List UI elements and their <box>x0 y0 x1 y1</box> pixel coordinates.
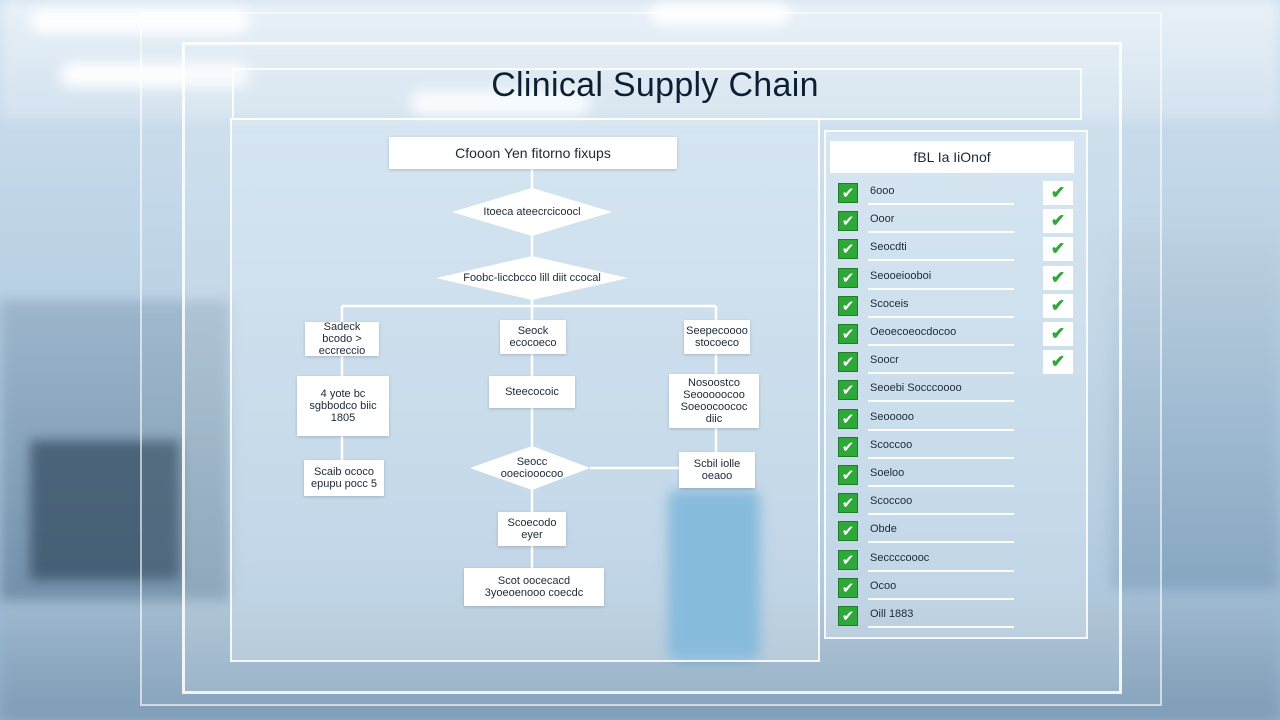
checklist-item: ✔ Oill 1883 <box>838 606 1014 630</box>
checklist-item-underline <box>868 569 1014 572</box>
checkmark-icon: ✔ <box>1043 265 1073 290</box>
checkbox-checked-icon[interactable]: ✔ <box>838 521 858 542</box>
checklist-item-underline <box>868 315 1014 318</box>
checkmark-icon: ✔ <box>1043 293 1073 318</box>
process-node: Scot oocecacd 3yoeoenooo coecdc <box>464 568 604 606</box>
checklist-item: ✔ Oeoecoeocdocoo <box>838 324 1014 348</box>
checklist-item: ✔ Soeloo <box>838 465 1014 489</box>
process-node: 4 yote bc sgbbodco biic 1805 <box>297 376 389 436</box>
checkbox-checked-icon[interactable]: ✔ <box>838 380 858 401</box>
decision-node: Foobc-liccbcco lill diit ccocal <box>463 272 601 284</box>
checklist-item-underline <box>868 372 1014 375</box>
process-node: Sadeck bcodo > eccreccio <box>305 321 379 357</box>
checkbox-checked-icon[interactable]: ✔ <box>838 324 858 344</box>
checklist-item-label: Seocdti <box>870 241 907 254</box>
checklist-item: ✔ Seooeiooboi <box>838 267 1014 292</box>
checkmark-icon: ✔ <box>1043 237 1073 262</box>
checklist-item-label: Scoccoo <box>870 495 913 508</box>
checklist-item: ✔ Scoccoo <box>838 436 1014 461</box>
checklist-item-label: Seccccoooc <box>870 551 930 564</box>
checklist-item: ✔ Seccccoooc <box>838 549 1014 574</box>
checklist-item-label: Seoebi Socccoooo <box>870 382 962 395</box>
checklist-item: ✔ Scoceis <box>838 295 1014 320</box>
checklist-item: ✔ Obde <box>838 521 1014 545</box>
outer-glass-pane <box>140 12 1162 706</box>
checkbox-checked-icon[interactable]: ✔ <box>838 465 858 485</box>
process-node: Seepecoooo stocoeco <box>684 320 750 354</box>
checklist-item-underline <box>868 344 1014 346</box>
checklist-item-label: Seooeiooboi <box>870 269 932 282</box>
checklist-item-label: Oeoecoeocdocoo <box>870 326 957 338</box>
checklist-item-label: Scoccoo <box>870 438 913 451</box>
checkmark-icon: ✔ <box>1043 350 1073 375</box>
checkbox-checked-icon[interactable]: ✔ <box>838 577 858 598</box>
checkbox-checked-icon[interactable]: ✔ <box>838 295 858 316</box>
checkbox-checked-icon[interactable]: ✔ <box>838 211 858 232</box>
checklist-item: ✔ Soocr <box>838 352 1014 376</box>
checklist-item-underline <box>868 541 1014 544</box>
checkbox-checked-icon[interactable]: ✔ <box>838 239 858 260</box>
checklist-item-label: 6ooo <box>870 185 895 197</box>
checkbox-checked-icon[interactable]: ✔ <box>838 493 858 514</box>
checklist-item-underline <box>868 203 1014 205</box>
checklist-item: ✔ Seoebi Socccoooo <box>838 380 1014 404</box>
flowchart-header: Cfooon Yen fitorno fixups <box>389 137 677 169</box>
checklist-item: ✔ Ooor <box>838 211 1014 235</box>
decision-node: Seocc ooeciooocoo <box>500 456 564 480</box>
checklist-item-label: Ooor <box>870 213 895 226</box>
checklist-item: ✔ Scoccoo <box>838 493 1014 517</box>
checkbox-checked-icon[interactable]: ✔ <box>838 408 858 429</box>
checklist-item-label: Seooooo <box>870 410 915 423</box>
checkbox-checked-icon[interactable]: ✔ <box>838 606 858 626</box>
checklist-item-underline <box>868 259 1014 262</box>
process-node: Nosoostco Seooooocoo Soeoocoococ diic <box>669 374 759 428</box>
checklist-item-underline <box>868 626 1014 628</box>
checklist-item: ✔ Seooooo <box>838 408 1014 433</box>
checklist-item-underline <box>868 485 1014 487</box>
decision-node: Itoeca ateecrcicoocl <box>483 206 581 218</box>
checklist-item-label: Oill 1883 <box>870 608 914 620</box>
checklist-header: fBL Ia IiOnof <box>830 141 1074 173</box>
process-node: Steecocoic <box>489 376 575 408</box>
checklist-item: ✔ Ocoo <box>838 577 1014 602</box>
checklist-item-underline <box>868 400 1014 403</box>
checkmark-icon: ✔ <box>1043 181 1073 205</box>
checkmark-icon: ✔ <box>1043 209 1073 234</box>
checklist-item-label: Soocr <box>870 354 899 367</box>
checklist-item-underline <box>868 456 1014 459</box>
checkbox-checked-icon[interactable]: ✔ <box>838 183 858 203</box>
checklist-item-label: Scoceis <box>870 297 909 310</box>
checklist-item: ✔ Seocdti <box>838 239 1014 263</box>
checklist-item-underline <box>868 231 1014 234</box>
checklist-item-underline <box>868 287 1014 290</box>
checklist-item-underline <box>868 597 1014 600</box>
checkbox-checked-icon[interactable]: ✔ <box>838 267 858 288</box>
checkmark-icon: ✔ <box>1043 322 1073 346</box>
page-title: Clinical Supply Chain <box>491 66 819 104</box>
checklist-item-underline <box>868 513 1014 516</box>
process-node: Scoecodo eyer <box>498 512 566 546</box>
checkbox-checked-icon[interactable]: ✔ <box>838 549 858 570</box>
checklist-item-label: Soeloo <box>870 467 905 479</box>
process-node: Scaib ococo epupu pocc 5 <box>304 460 384 496</box>
checklist-item-label: Obde <box>870 523 897 536</box>
checklist-item-label: Ocoo <box>870 579 897 592</box>
checklist-item: ✔ 6ooo <box>838 183 1014 207</box>
checkbox-checked-icon[interactable]: ✔ <box>838 352 858 373</box>
process-node: Seock ecocoeco <box>500 320 566 354</box>
checklist-item-underline <box>868 428 1014 431</box>
process-node: Scbil iolle oeaoo <box>679 452 755 488</box>
checkbox-checked-icon[interactable]: ✔ <box>838 436 858 457</box>
